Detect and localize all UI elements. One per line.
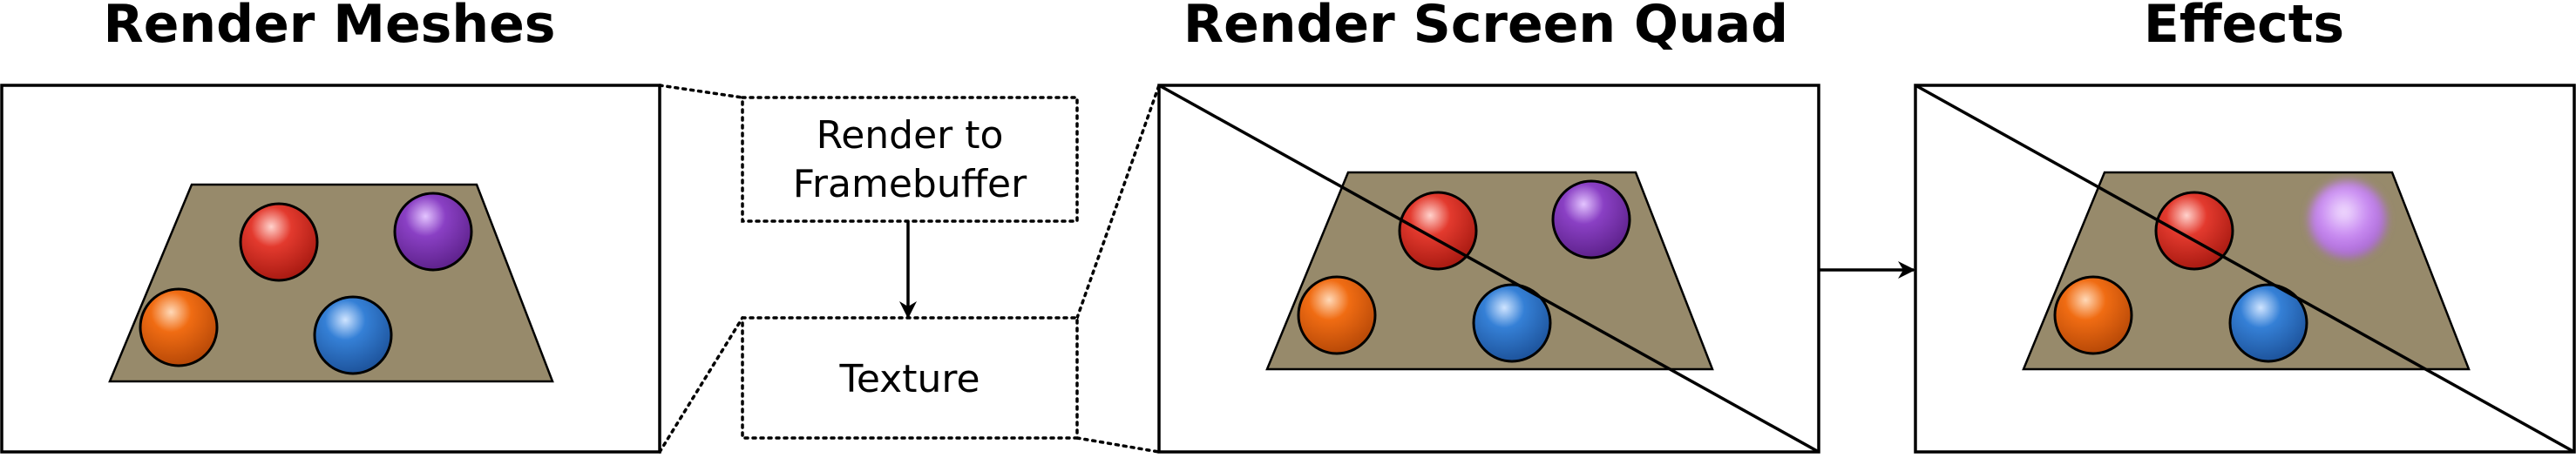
panel-render-screen-quad	[1157, 84, 1820, 454]
sphere-blue	[1472, 283, 1552, 363]
box-label-framebuffer: Framebuffer	[793, 162, 1027, 206]
panel-render-meshes	[0, 84, 661, 454]
box-texture: Texture	[741, 316, 1079, 440]
sphere-red	[239, 202, 319, 282]
projection-line-top-left	[658, 84, 744, 99]
sphere-red	[2154, 191, 2234, 271]
quad-diagonal	[1915, 84, 2575, 454]
sphere-blue	[2228, 283, 2308, 363]
box-label-texture: Texture	[838, 357, 980, 401]
projection-lines	[658, 84, 1161, 454]
sphere-orange	[139, 287, 219, 367]
projection-line-bottom-right	[1075, 436, 1161, 454]
projection-line-top-right	[1075, 84, 1161, 320]
sphere-red	[1398, 191, 1478, 271]
panel-effects	[1914, 84, 2576, 454]
box-label-render-to: Render to	[817, 113, 1004, 158]
sphere-orange	[2053, 275, 2133, 355]
box-render-to-framebuffer: Render to Framebuffer	[741, 96, 1079, 223]
sphere-orange	[1297, 275, 1377, 355]
sphere-purple	[1551, 179, 1631, 259]
sphere-purple-blurred	[2309, 181, 2386, 258]
projection-line-bottom-left	[658, 316, 744, 454]
quad-diagonal	[1158, 84, 1820, 454]
title-render-screen-quad: Render Screen Quad	[1183, 0, 1788, 55]
title-render-meshes: Render Meshes	[104, 0, 556, 55]
sphere-purple	[393, 192, 473, 272]
title-effects: Effects	[2144, 0, 2344, 55]
sphere-blue	[313, 295, 393, 375]
